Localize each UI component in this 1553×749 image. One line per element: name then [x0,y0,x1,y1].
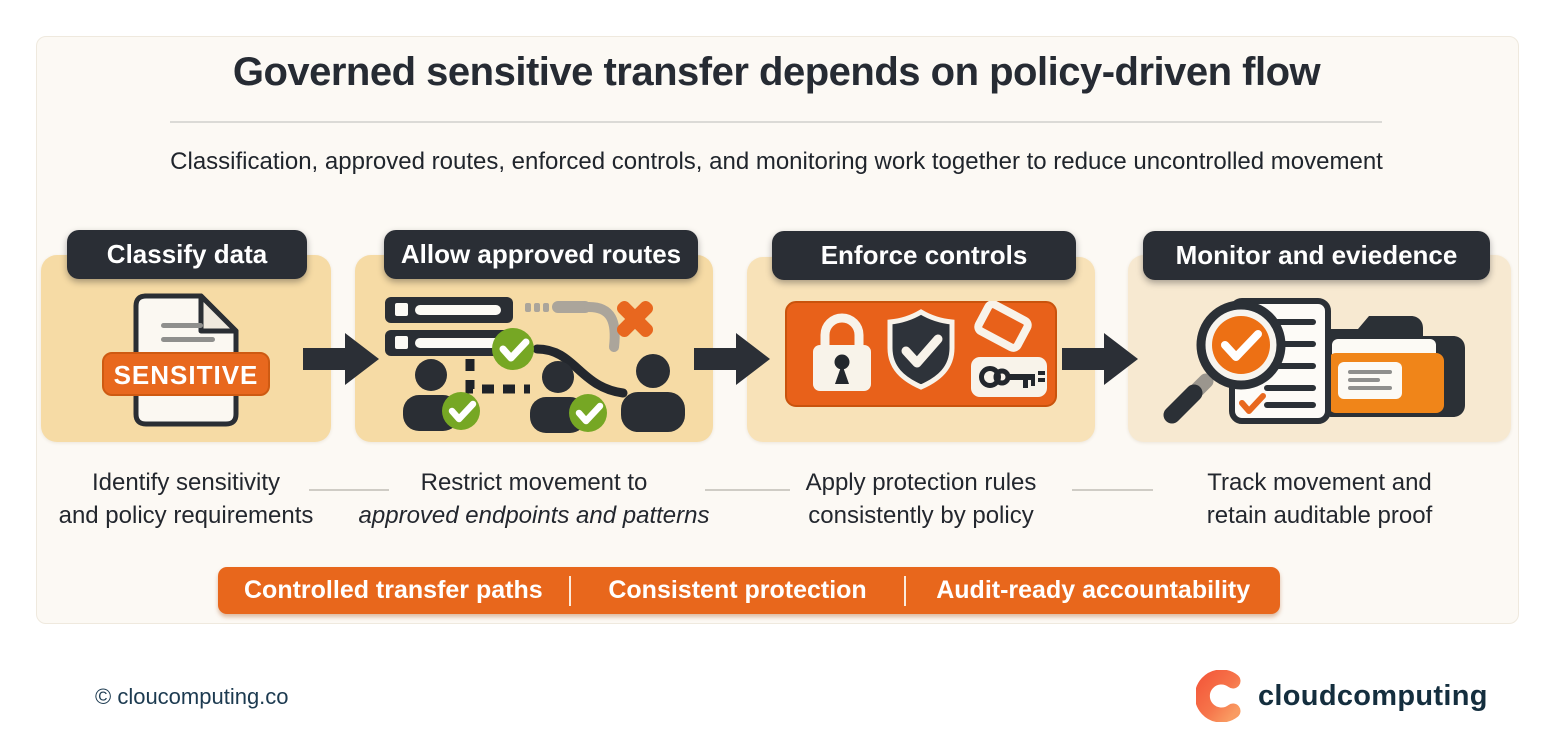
caption-line: approved endpoints and patterns [358,502,710,529]
summary-banner: Controlled transfer paths Consistent pro… [218,567,1280,614]
caption-line: retain auditable proof [1206,502,1433,529]
brand-name: cloudcomputing [1258,679,1488,712]
flow-arrow-icon [303,333,379,385]
step-pill-classify: Classify data [67,230,307,279]
step-label: Classify data [106,239,268,269]
caption-line: consistently by policy [808,502,1034,529]
step-caption-routes: Restrict movement to approved endpoints … [355,466,713,532]
banner-item: Audit-ready accountability [936,576,1251,604]
step-pill-routes: Allow approved routes [384,230,698,279]
caption-connector [705,489,790,491]
step-pill-enforce: Enforce controls [772,231,1076,280]
step-caption-monitor: Track movement and retain auditable proo… [1128,466,1511,532]
magnifier-checklist-folder-icon [1154,289,1490,444]
sensitive-badge: SENSITIVE [114,360,259,390]
flow-arrow-icon [694,333,770,385]
step-caption-classify: Identify sensitivity and policy requirem… [41,466,331,532]
step-card-enforce [747,257,1095,442]
page-subtitle: Classification, approved routes, enforce… [170,148,1383,175]
step-caption-enforce: Apply protection rules consistently by p… [747,466,1095,532]
banner-divider [568,575,571,606]
document-sensitive-icon: SENSITIVE [91,293,281,433]
step-card-routes [355,255,713,442]
caption-line: Identify sensitivity [91,469,281,496]
caption-line: Apply protection rules [805,469,1037,496]
brand-c-icon [1196,670,1241,722]
step-pill-monitor: Monitor and eviedence [1143,231,1490,280]
step-card-classify: SENSITIVE [41,255,331,442]
title-divider [170,121,1382,123]
lock-shield-key-icon [785,300,1057,412]
step-label: Monitor and eviedence [1175,240,1458,270]
banner-divider [904,575,907,606]
caption-line: Restrict movement to [420,469,648,496]
caption-connector [309,489,389,491]
caption-line: Track movement and [1207,469,1432,496]
flow-arrow-icon [1062,333,1138,385]
brand-logo: cloudcomputing [1196,668,1488,724]
caption-connector [1072,489,1153,491]
banner-item: Controlled transfer paths [244,576,543,604]
caption-line: and policy requirements [58,502,314,529]
approved-routes-icon [373,297,695,438]
copyright-text: © cloucomputing.co [95,684,289,709]
page-title: Governed sensitive transfer depends on p… [232,50,1321,94]
step-label: Allow approved routes [400,239,682,269]
step-card-monitor [1128,255,1511,442]
banner-item: Consistent protection [608,576,867,604]
step-label: Enforce controls [820,240,1028,270]
